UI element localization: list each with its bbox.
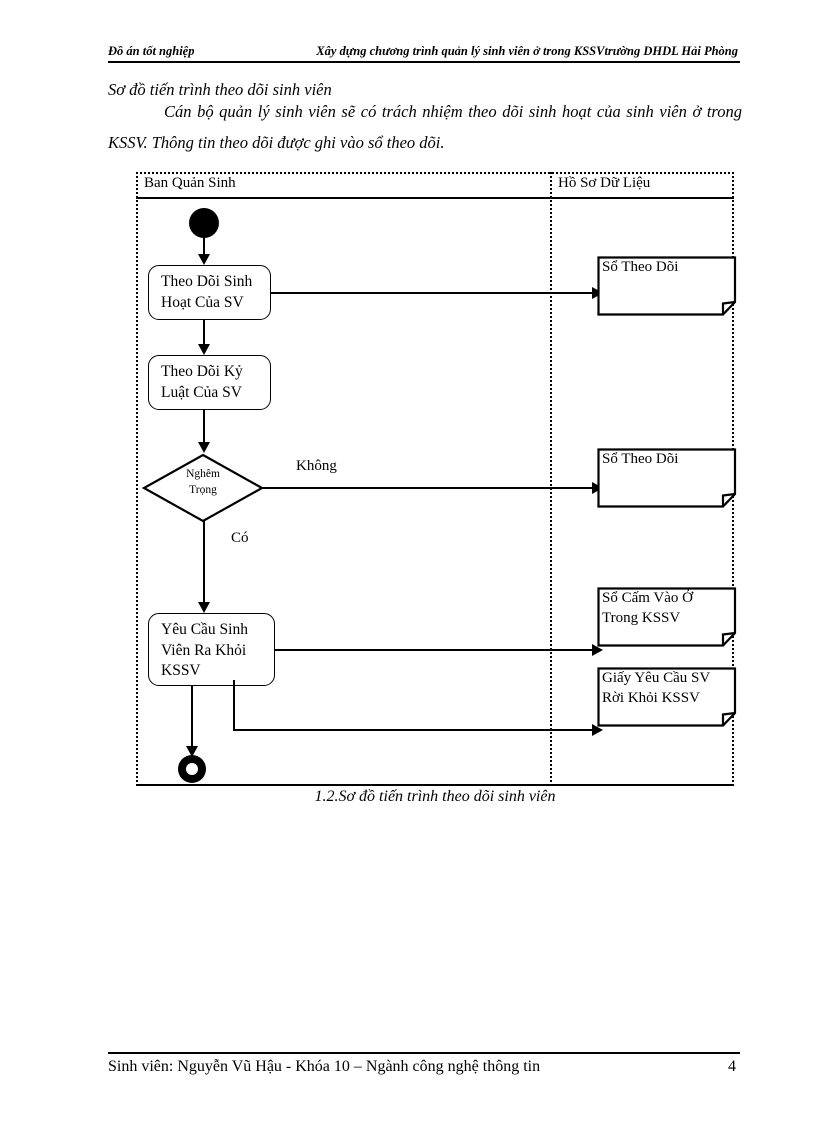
data-object-label-line1: Sổ Cấm Vào Ở (602, 590, 693, 606)
connector-process3-elbow-horizontal (233, 729, 597, 731)
connector-process2-to-decision (203, 410, 205, 448)
connector-decision-to-doc2 (260, 487, 597, 489)
data-object-so-cam-vao-o-trong-kssv[interactable]: Sổ Cấm Vào Ở Trong KSSV (597, 587, 737, 647)
data-object-so-theo-doi-1[interactable]: Sổ Theo Dõi (597, 256, 737, 316)
arrowhead-decision-to-process3 (198, 602, 210, 613)
connector-start-to-process1 (203, 238, 205, 256)
section-paragraph: Cán bộ quản lý sinh viên sẽ có trách nhi… (108, 102, 742, 153)
data-object-label: Sổ Cấm Vào Ở Trong KSSV (602, 589, 731, 628)
document-shape-icon (597, 667, 737, 727)
header-right-text: Xây dựng chương trình quản lý sinh viên … (316, 44, 738, 58)
document-shape-icon (597, 256, 737, 316)
data-object-label: Sổ Theo Dõi (602, 259, 679, 275)
edge-label-khong: Không (296, 458, 337, 474)
connector-process1-to-doc1 (271, 292, 597, 294)
page-header: Đồ án tốt nghiệp Xây dựng chương trình q… (108, 44, 740, 63)
process-theo-doi-sinh-hoat[interactable]: Theo Dõi Sinh Hoạt Của SV (148, 265, 271, 320)
page-number: 4 (728, 1058, 736, 1075)
arrowhead-process1-to-process2 (198, 344, 210, 355)
connector-process3-elbow-vertical (233, 680, 235, 730)
footer-left-text: Sinh viên: Nguyễn Vũ Hậu - Khóa 10 – Ngà… (108, 1058, 541, 1075)
process-yeu-cau-sinh-vien-ra-khoi-kssv[interactable]: Yêu Cầu Sinh Viên Ra Khỏi KSSV (148, 613, 275, 686)
connector-decision-to-process3 (203, 521, 205, 607)
data-object-label-line1: Giấy Yêu Cầu SV (602, 670, 711, 686)
document-shape-icon (597, 587, 737, 647)
end-node-icon (178, 755, 206, 783)
arrowhead-process3-to-end (186, 746, 198, 757)
document-shape-icon (597, 448, 737, 508)
lane-title-ban-quan-sinh: Ban Quản Sinh (144, 175, 236, 191)
data-object-label-line2: Rời Khỏi KSSV (602, 689, 700, 706)
arrowhead-process2-to-decision (198, 442, 210, 453)
arrowhead-start-to-process1 (198, 254, 210, 265)
lane-divider (550, 172, 552, 786)
start-node-icon (189, 208, 219, 238)
data-object-label-line2: Trong KSSV (602, 609, 681, 626)
process-theo-doi-ky-luat[interactable]: Theo Dõi Kỷ Luật Của SV (148, 355, 271, 410)
data-object-so-theo-doi-2[interactable]: Sổ Theo Dõi (597, 448, 737, 508)
connector-process3-to-doc3 (275, 649, 597, 651)
page-footer: Sinh viên: Nguyễn Vũ Hậu - Khóa 10 – Ngà… (108, 1052, 740, 1076)
header-left-text: Đồ án tốt nghiệp (108, 44, 195, 58)
diagram-frame-left (136, 172, 138, 786)
arrowhead-process3-to-doc4 (592, 724, 603, 736)
section-title: Sơ đồ tiến trình theo dõi sinh viên (108, 80, 332, 99)
data-object-label: Giấy Yêu Cầu SV Rời Khỏi KSSV (602, 669, 731, 708)
edge-label-co: Có (231, 530, 249, 546)
decision-diamond-icon (141, 453, 265, 523)
connector-process3-to-end (191, 686, 193, 752)
activity-diagram: Ban Quản Sinh Hồ Sơ Dữ Liệu Theo Dõi Sin… (136, 172, 737, 786)
data-object-giay-yeu-cau-sv-roi-khoi-kssv[interactable]: Giấy Yêu Cầu SV Rời Khỏi KSSV (597, 667, 737, 727)
diagram-frame-top (136, 172, 734, 174)
data-object-label: Sổ Theo Dõi (602, 451, 679, 467)
lane-title-ho-so-du-lieu: Hồ Sơ Dữ Liệu (558, 175, 651, 191)
lane-header-rule (136, 197, 734, 199)
decision-nghem-trong[interactable]: Nghêm Trọng (141, 453, 265, 523)
figure-caption: 1.2.Sơ đồ tiến trình theo dõi sinh viên (314, 788, 556, 805)
arrowhead-process3-to-doc3 (592, 644, 603, 656)
diagram-frame-bottom (136, 784, 734, 786)
connector-process1-to-process2 (203, 320, 205, 348)
